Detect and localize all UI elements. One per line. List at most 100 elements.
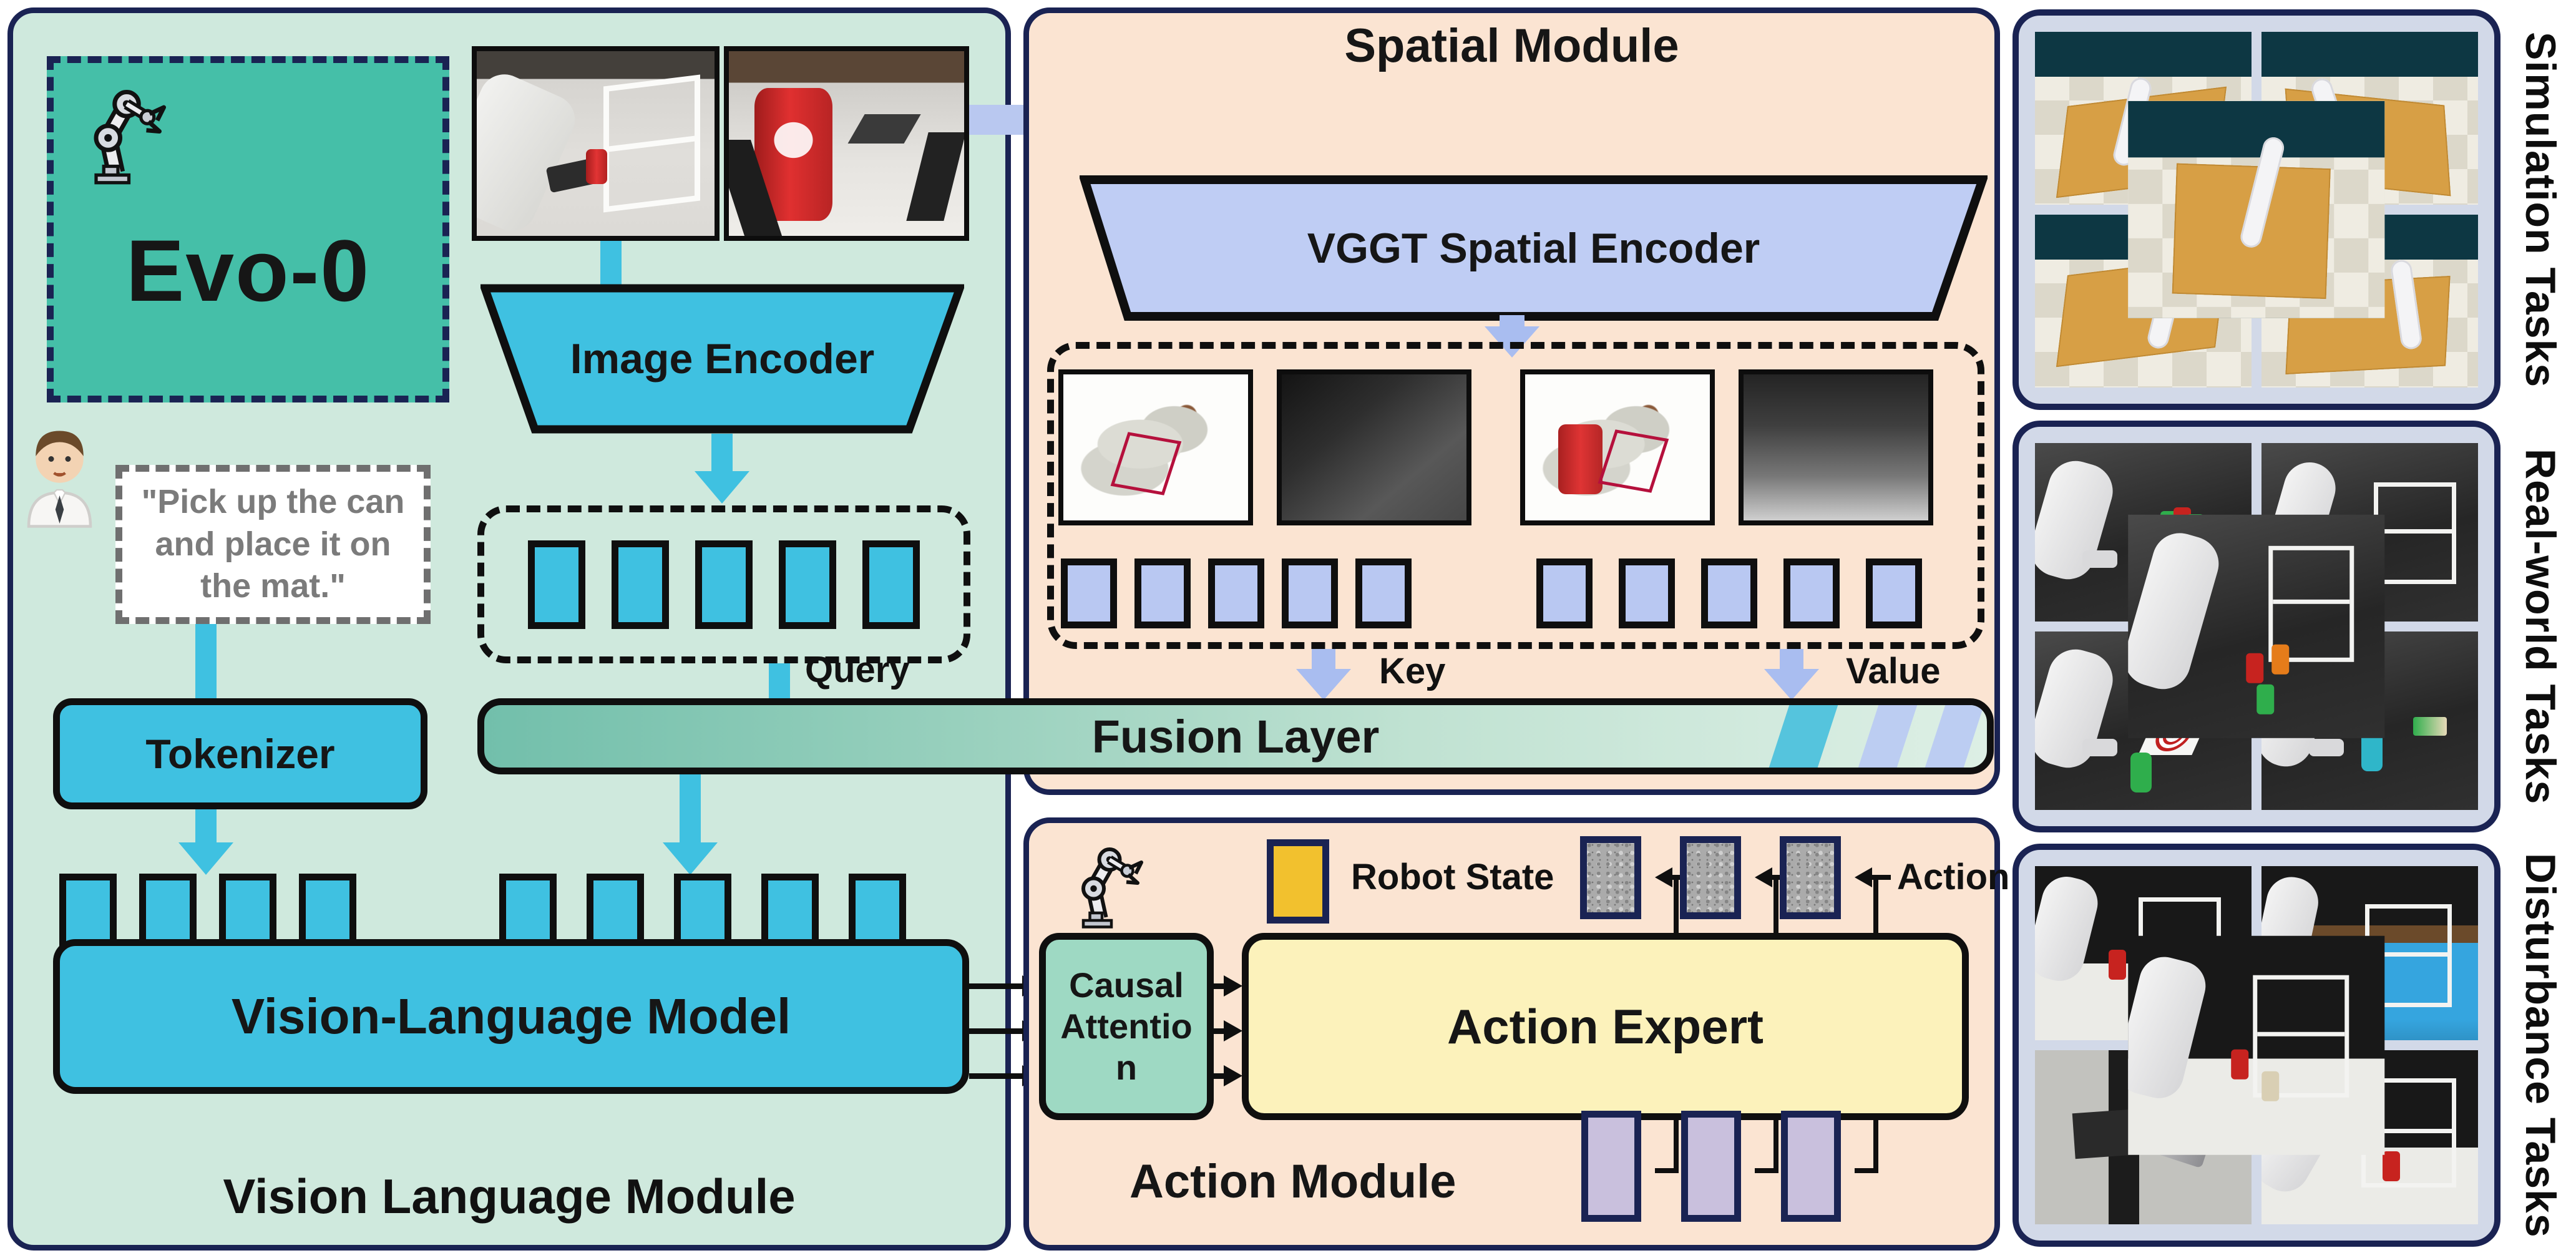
sim-task-photo-center [2128, 100, 2385, 319]
robot-state-label: Robot State [1351, 857, 1554, 897]
tokenizer-to-tokens-arrowhead [178, 842, 233, 875]
tokenizer-box: Tokenizer [53, 698, 427, 809]
noise-riser-3 [1873, 875, 1878, 934]
spatial-token [1783, 558, 1840, 628]
visual-token-row [484, 512, 964, 656]
simulation-tasks-label: Simulation Tasks [2517, 31, 2564, 388]
key-label: Key [1379, 651, 1446, 691]
real-world-tasks-label: Real-world Tasks [2517, 448, 2564, 805]
action-expert-box: Action Expert [1242, 933, 1969, 1120]
gripper-jaw-right [905, 132, 964, 222]
robot-arm-in-photo [477, 66, 583, 236]
images-to-encoder-line [600, 241, 622, 285]
instruction-text: "Pick up the can and place it on the mat… [141, 483, 405, 605]
visual-token [779, 540, 836, 629]
image-token [849, 874, 906, 948]
action-expert-label: Action Expert [1447, 998, 1764, 1054]
fusion-layer-bar: Fusion Layer [477, 698, 1994, 774]
vggt-label: VGGT Spatial Encoder [1307, 224, 1760, 272]
image-encoder-label: Image Encoder [570, 335, 875, 383]
action-token [1581, 1111, 1641, 1222]
spatial-module-title: Spatial Module [1344, 19, 1679, 72]
pointcloud-view-2 [1520, 369, 1715, 525]
spatial-token [1208, 558, 1264, 628]
text-token [299, 874, 356, 948]
text-token-row [59, 874, 356, 948]
action-hline-1 [1655, 1168, 1679, 1173]
encoder-to-tokens-arrowhead [695, 471, 749, 504]
vision-language-module-label: Vision Language Module [223, 1169, 796, 1224]
causal-out-arrowhead-3 [1224, 1065, 1242, 1086]
action-hline-3 [1855, 1168, 1878, 1173]
robot-arm-icon [1081, 847, 1143, 929]
key-arrowhead [1296, 669, 1351, 700]
value-arrowhead [1764, 669, 1819, 700]
vision-language-model-box: Vision-Language Model [53, 939, 969, 1094]
spatial-token [1282, 558, 1338, 628]
rack-in-photo [603, 74, 701, 213]
wrist-camera-photo [472, 46, 720, 241]
causal-out-line-2 [1214, 1028, 1225, 1034]
spatial-token [1619, 558, 1675, 628]
text-token [219, 874, 276, 948]
noise-arrowhead-3 [1855, 867, 1872, 887]
vlm-out-line-1 [969, 983, 1024, 989]
noise-riser-1 [1674, 875, 1679, 934]
evo0-model-box: Evo-0 [47, 56, 449, 402]
value-label: Value [1846, 651, 1941, 691]
instruction-bubble: "Pick up the can and place it on the mat… [115, 465, 431, 624]
noise-riser-2 [1773, 875, 1778, 934]
spatial-feature-box [1047, 342, 1984, 649]
real-task-photo-center [2128, 514, 2385, 739]
action-hline-2 [1755, 1168, 1778, 1173]
mat-in-photo [847, 114, 921, 144]
action-token-group [1581, 1111, 1931, 1236]
query-line [769, 663, 790, 700]
spatial-token [1134, 558, 1191, 628]
action-module-title: Action Module [1129, 1155, 1456, 1208]
action-drop-1 [1674, 1120, 1679, 1173]
model-name: Evo-0 [125, 222, 371, 319]
text-token [139, 874, 197, 948]
image-token-row [499, 874, 906, 948]
causal-attention-label: Causal Attention [1060, 965, 1193, 1088]
spatial-token [1355, 558, 1412, 628]
vlm-out-line-3 [969, 1073, 1024, 1079]
spatial-token-row-2 [1536, 558, 1922, 628]
disturbance-tasks-panel [2012, 844, 2500, 1247]
causal-out-line-3 [1214, 1073, 1225, 1079]
image-token [761, 874, 819, 948]
visual-token [528, 540, 585, 629]
fusion-to-tokens-arrow [680, 774, 701, 844]
noise-token-group [1580, 836, 1930, 927]
vggt-spatial-encoder: VGGT Spatial Encoder [1078, 175, 1989, 321]
noise-token [1780, 836, 1841, 919]
depth-map-1 [1277, 369, 1471, 525]
tokenizer-to-tokens-arrow [195, 809, 217, 844]
visual-token-box [477, 505, 970, 663]
action-token [1681, 1111, 1741, 1222]
causal-out-line-1 [1214, 983, 1225, 989]
action-drop-3 [1873, 1120, 1878, 1173]
image-token [499, 874, 557, 948]
causal-attention-box: Causal Attention [1039, 933, 1214, 1120]
simulation-tasks-panel [2012, 9, 2500, 410]
fusion-layer-label: Fusion Layer [1091, 710, 1380, 763]
depth-map-2 [1739, 369, 1933, 525]
disturbance-task-photo-center [2128, 935, 2385, 1155]
text-token [59, 874, 117, 948]
tokenizer-label: Tokenizer [145, 731, 335, 777]
visual-token [862, 540, 920, 629]
key-arrow [1312, 649, 1335, 671]
vlm-label: Vision-Language Model [231, 988, 791, 1044]
image-token [587, 874, 644, 948]
spatial-token [1701, 558, 1757, 628]
visual-token [695, 540, 753, 629]
robot-arm-icon [94, 90, 166, 185]
spatial-token [1061, 558, 1117, 628]
vlm-out-line-2 [969, 1028, 1024, 1034]
noise-line-3 [1871, 875, 1891, 880]
user-avatar-icon [27, 431, 92, 528]
image-token [674, 874, 731, 948]
